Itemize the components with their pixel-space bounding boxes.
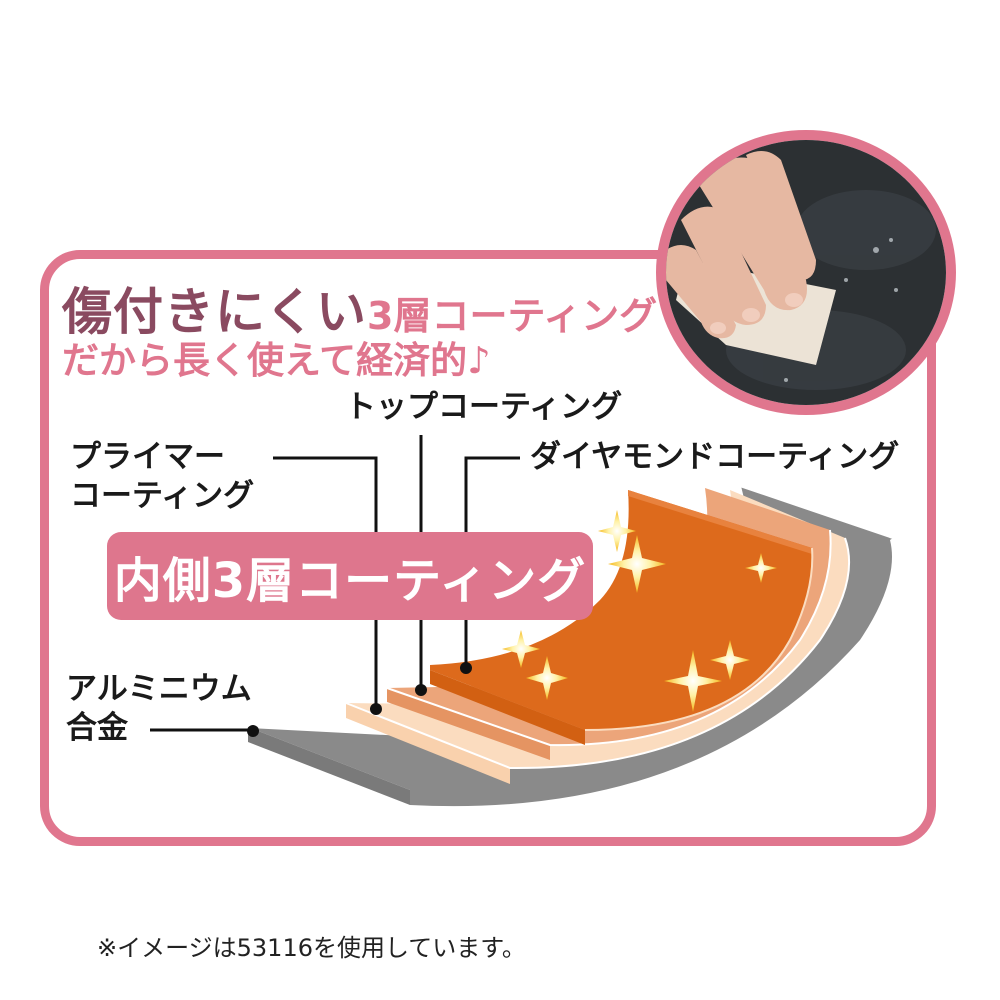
footnote: ※イメージは53116を使用しています。 xyxy=(97,934,526,962)
label-primer-line2: コーティング xyxy=(70,477,255,514)
diamond-coating-layer xyxy=(430,490,814,745)
label-primer-coating: プライマー コーティング xyxy=(70,438,254,516)
label-diamond-coating: ダイヤモンドコーティング xyxy=(530,439,900,475)
sparkle-icon xyxy=(526,656,568,700)
headline-accent: 3層コーティング xyxy=(367,294,658,338)
sparkle-icon xyxy=(608,535,666,593)
headline-sub: だから長く使えて経済的♪ xyxy=(62,339,491,382)
fingernails xyxy=(710,293,803,334)
hand xyxy=(666,151,816,339)
headline: 傷付きにくい3層コーティング xyxy=(62,272,657,344)
primer-leader-line xyxy=(273,456,378,708)
sparkle-icon xyxy=(710,640,750,680)
label-top-coating: トップコーティング xyxy=(345,389,623,425)
label-aluminum-alloy: アルミニウム 合金 xyxy=(66,670,252,748)
photo-illustration xyxy=(666,140,946,405)
leader-dots xyxy=(247,662,472,737)
label-aluminum-line1: アルミニウム xyxy=(66,671,252,707)
sparkle-icon xyxy=(598,510,636,552)
sparkle-icon xyxy=(502,630,540,668)
label-primer-line1: プライマー xyxy=(70,439,225,475)
headline-main: 傷付きにくい xyxy=(62,283,367,341)
sparkle-icons xyxy=(502,510,777,712)
sparkle-icon xyxy=(745,553,777,583)
pan-wipe-photo xyxy=(656,130,956,415)
sparkle-icon xyxy=(664,650,722,712)
inner-three-layer-badge: 内側3層コーティング xyxy=(107,532,593,620)
label-aluminum-line2: 合金 xyxy=(66,709,128,746)
